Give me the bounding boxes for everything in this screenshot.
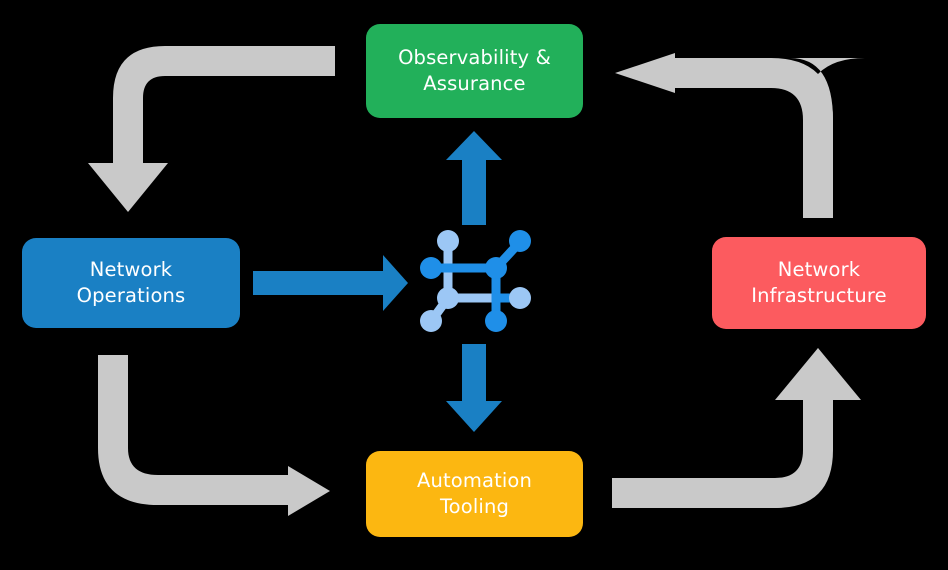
connector-infrastructure-to-observability: [615, 53, 865, 218]
node-automation-tooling[interactable]: Automation Tooling: [366, 451, 583, 537]
topology-light-nodes: [420, 230, 531, 332]
node-observability-assurance[interactable]: Observability & Assurance: [366, 24, 583, 118]
connector-observability-to-operations: [88, 46, 335, 212]
connector-center-to-observability: [446, 131, 502, 225]
network-topology-icon: [420, 230, 531, 332]
node-network-operations[interactable]: Network Operations: [22, 238, 240, 328]
topology-light-links: [427, 237, 501, 325]
node-network-infrastructure[interactable]: Network Infrastructure: [712, 237, 926, 329]
topology-dark-nodes: [420, 230, 531, 332]
connector-automation-to-infrastructure: [612, 348, 861, 508]
connector-center-to-automation: [446, 344, 502, 432]
connector-operations-to-automation: [98, 355, 330, 516]
connector-operations-to-center: [253, 255, 408, 311]
